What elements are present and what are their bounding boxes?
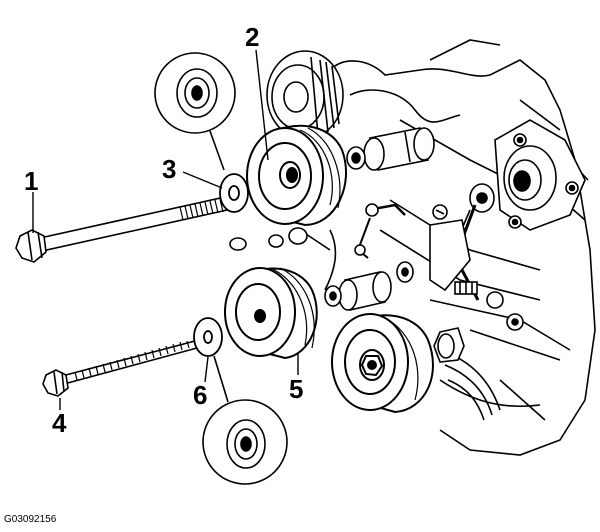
long-bolt-lower	[42, 340, 198, 397]
idler-pulley-lower	[224, 267, 318, 360]
mounting-bracket	[494, 119, 586, 231]
small-plug	[229, 227, 308, 251]
figure-code: G03092156	[4, 514, 57, 525]
washer-detail-lower	[202, 355, 288, 485]
callout-4: 4	[52, 408, 67, 438]
washer-lower	[193, 317, 223, 357]
spacer-bushing-lower	[324, 261, 414, 311]
leader-lines	[32, 49, 299, 410]
callout-6: 6	[193, 380, 207, 410]
callout-1: 1	[24, 166, 38, 196]
washer-upper	[219, 173, 249, 213]
adjuster-link	[354, 203, 406, 259]
callout-2: 2	[245, 22, 259, 52]
tensioner-arm	[429, 183, 524, 331]
long-bolt-upper	[15, 196, 228, 263]
spacer-bushing-upper	[346, 127, 435, 171]
large-pulley-lower-right	[331, 313, 434, 414]
ribbed-pulley-top	[266, 50, 344, 140]
callout-5: 5	[289, 374, 303, 404]
callout-3: 3	[162, 154, 176, 184]
hex-nut	[433, 327, 465, 363]
washer-detail-upper	[154, 52, 236, 171]
idler-pulley-upper	[246, 124, 347, 227]
